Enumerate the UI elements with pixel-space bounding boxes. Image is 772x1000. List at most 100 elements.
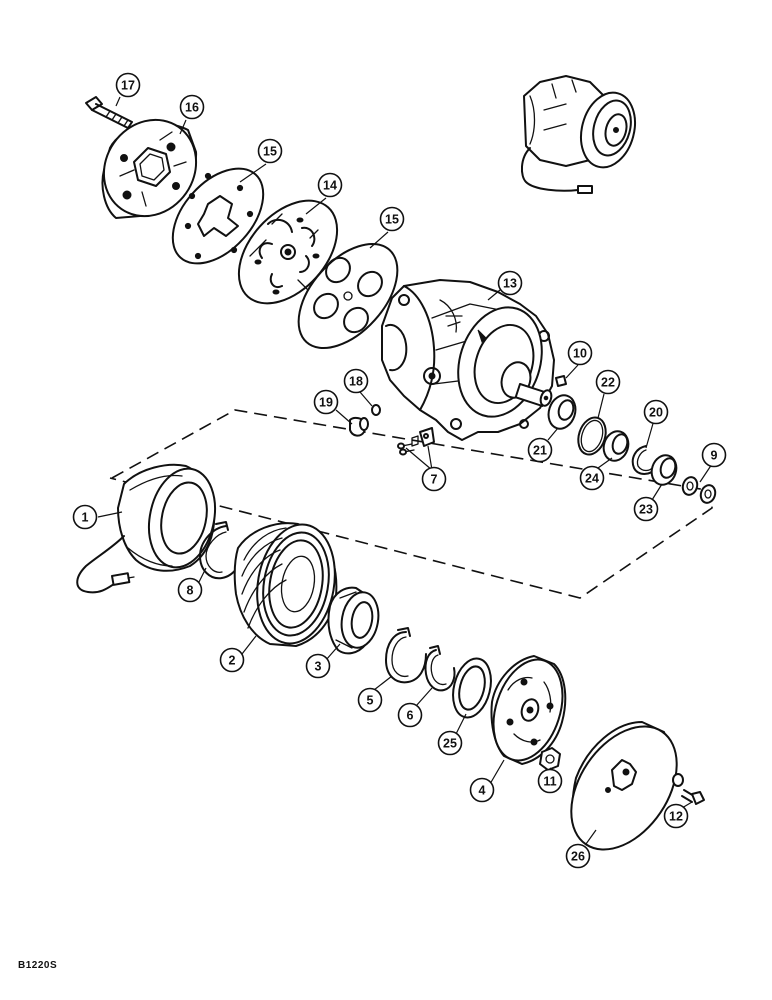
callout-1: 1 [72,504,98,530]
callout-label: 20 [649,406,663,420]
callout-2: 2 [219,647,245,673]
callout-label: 3 [315,660,322,674]
part-18-o-ring [371,404,381,416]
part-11-nut [539,747,561,771]
callout-label: 8 [187,584,194,598]
part-26-cover [570,721,678,851]
callout-label: 11 [543,775,556,789]
callout-label: 5 [367,694,374,708]
callout-21: 21 [527,437,553,463]
callout-circle [497,270,523,296]
callout-17: 17 [115,72,141,98]
callout-circle [357,687,383,713]
callout-25: 25 [437,730,463,756]
callout-label: 12 [669,810,683,824]
figure-code: B1220S [18,960,58,971]
callout-8: 8 [177,577,203,603]
callout-label: 2 [229,654,236,668]
part-9-washers [681,476,717,504]
callout-label: 7 [431,473,438,487]
part-10-key [555,375,567,387]
part-14-valve-plate [237,199,339,305]
callout-19: 19 [313,389,339,415]
callout-label: 15 [263,145,277,159]
callout-circle [72,504,98,530]
callout-label: 1 [82,511,89,525]
callout-circle [397,702,423,728]
callout-23: 23 [633,496,659,522]
callout-circle [219,647,245,673]
part-6-snap-ring [424,645,456,692]
callout-label: 17 [121,79,135,93]
callout-circle [537,768,563,794]
callout-circle [633,496,659,522]
callout-label: 4 [479,784,486,798]
callout-circle [701,442,727,468]
callout-circle [527,437,553,463]
callout-label: 9 [711,449,718,463]
callout-circle [379,206,405,232]
part-5-snap-ring [385,627,427,684]
part-4-armature-plate [490,655,567,765]
callout-26: 26 [565,843,591,869]
part-2-pulley [233,522,338,647]
part-15-gasket-lower [297,243,399,349]
part-25-shim [452,657,492,719]
callout-circle [579,465,605,491]
callout-circle [115,72,141,98]
part-20-snap-ring [631,445,657,475]
part-21-seal [547,394,577,430]
part-24-seal-seat [602,430,630,462]
compressor-assembly-thumbnail [520,75,636,194]
callout-12: 12 [663,803,689,829]
callout-14: 14 [317,172,343,198]
callout-15-upper: 15 [257,138,283,164]
callout-circle [595,369,621,395]
part-16-clutch-hub [101,118,198,219]
callout-18: 18 [343,368,369,394]
callout-circle [305,653,331,679]
callout-circle [343,368,369,394]
callout-circle [177,577,203,603]
callout-label: 15 [385,213,399,227]
leader-lines [97,96,717,845]
callout-circle [179,94,205,120]
callout-11: 11 [537,768,563,794]
part-12-screw-washer [672,773,705,805]
part-1-field-coil [76,463,216,594]
part-19-plug [349,416,369,437]
callout-label: 22 [601,376,615,390]
callout-4: 4 [469,777,495,803]
callout-circle [313,389,339,415]
callout-9: 9 [701,442,727,468]
callout-label: 19 [319,396,333,410]
callout-label: 14 [323,179,337,193]
callout-22: 22 [595,369,621,395]
callout-circle [567,340,593,366]
callout-circle [663,803,689,829]
callout-label: 18 [349,375,363,389]
callout-label: 6 [407,709,414,723]
callout-16: 16 [179,94,205,120]
callout-circle [643,399,669,425]
callout-label: 10 [573,347,587,361]
callout-6: 6 [397,702,423,728]
part-17-bolt [85,96,133,129]
callout-15-lower: 15 [379,206,405,232]
callout-label: 26 [571,850,585,864]
callout-7: 7 [421,466,447,492]
callout-label: 24 [585,472,599,486]
callout-24: 24 [579,465,605,491]
callout-10: 10 [567,340,593,366]
part-3-bearing [327,586,380,655]
callout-circle [421,466,447,492]
callout-label: 13 [503,277,517,291]
callout-circle [565,843,591,869]
callout-13: 13 [497,270,523,296]
callout-circle [317,172,343,198]
part-15-shim-plate-upper [171,167,265,265]
part-7-bracket-screws [397,427,435,456]
callout-3: 3 [305,653,331,679]
